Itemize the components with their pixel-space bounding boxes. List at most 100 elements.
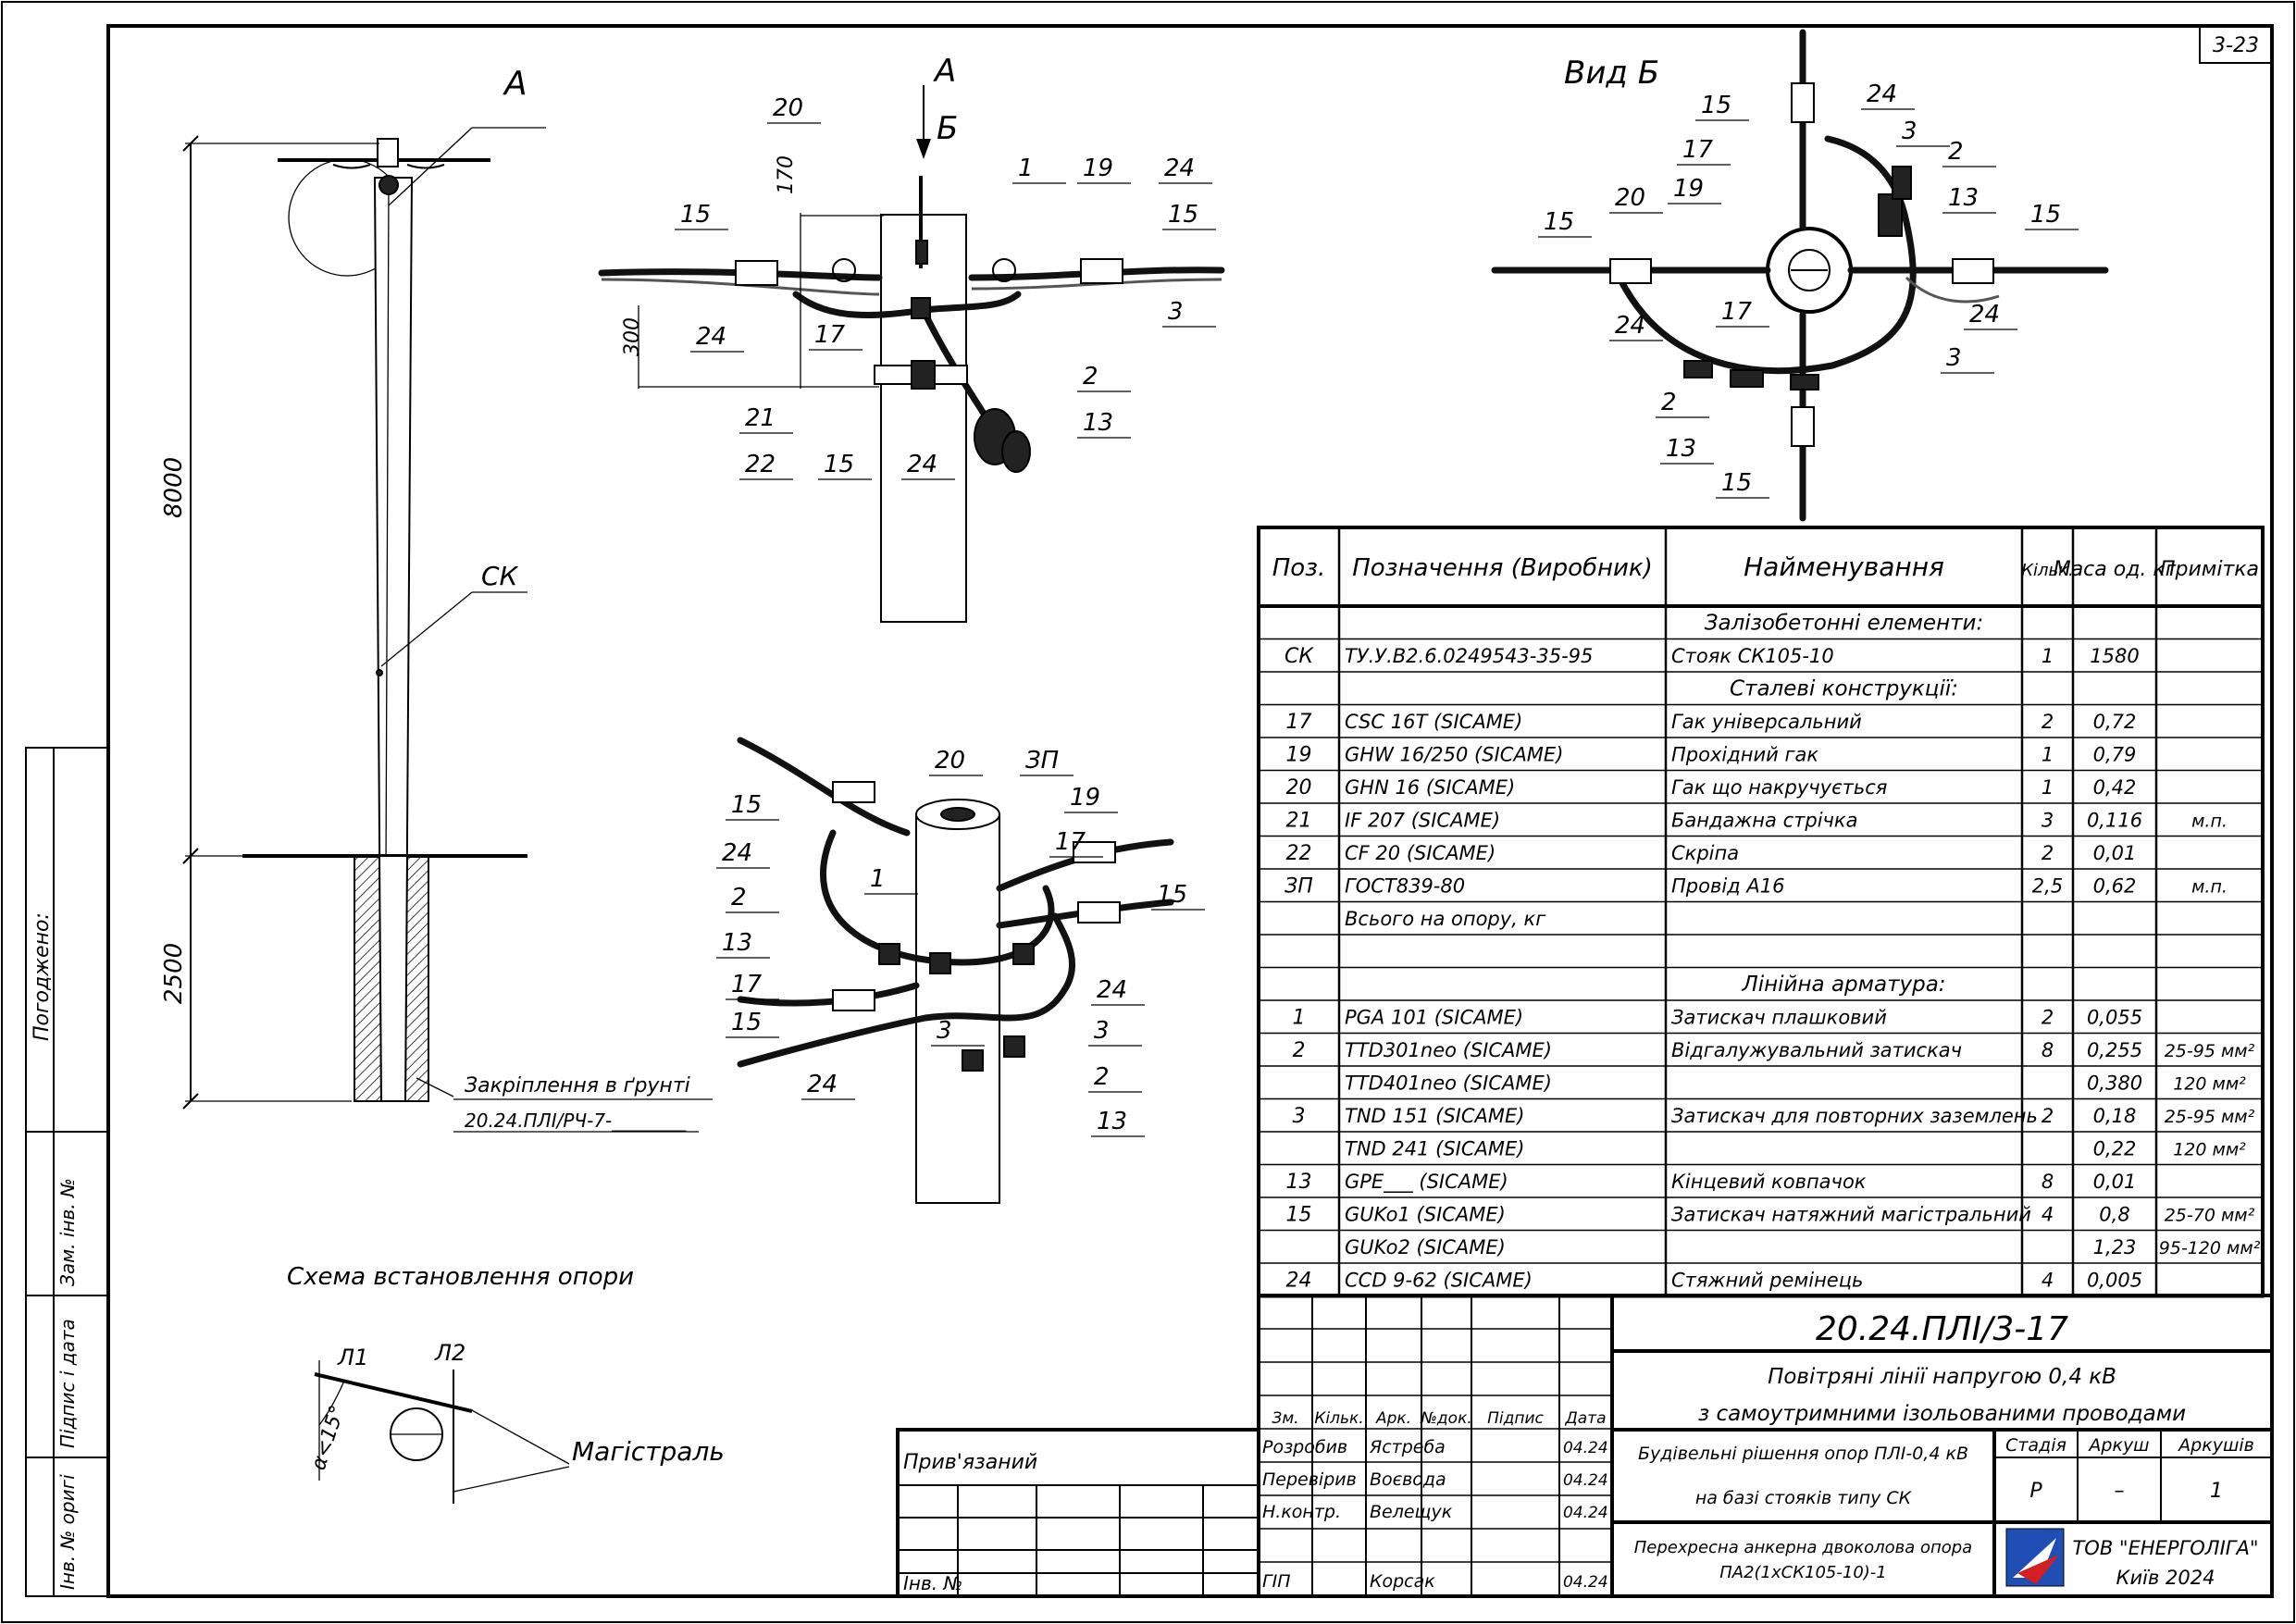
spec-code: IF 207 (SICAME) bbox=[1345, 810, 1500, 832]
spec-mass: 0,005 bbox=[2087, 1270, 2142, 1292]
spec-code: CCD 9-62 (SICAME) bbox=[1345, 1270, 1533, 1292]
spec-header-code: Позначення (Виробник) bbox=[1352, 554, 1653, 582]
spec-name: Прохідний гак bbox=[1671, 744, 1818, 766]
spec-header-mass: Маса од. кг bbox=[2054, 558, 2177, 581]
spec-mass: 0,18 bbox=[2093, 1105, 2137, 1127]
callout-iso: 1 bbox=[870, 865, 886, 893]
spec-code: TTD401neo (SICAME) bbox=[1345, 1072, 1552, 1095]
side-sign: Підпис і дата bbox=[56, 1319, 79, 1448]
callout-iso: 13 bbox=[1097, 1108, 1127, 1135]
spec-name: Провід А16 bbox=[1671, 875, 1784, 898]
spec-name: Затискач для повторних заземлень bbox=[1671, 1105, 2038, 1127]
spec-pos: 21 bbox=[1286, 810, 1312, 833]
callout-iso: 24 bbox=[1097, 976, 1127, 1004]
spec-code: GUKo2 (SICAME) bbox=[1345, 1236, 1506, 1258]
spec-qty: 8 bbox=[2042, 1171, 2054, 1193]
doc-code: 20.24.ПЛІ/3-17 bbox=[1816, 1310, 2068, 1348]
spec-code: Всього на опору, кг bbox=[1345, 908, 1546, 930]
spec-code: GHW 16/250 (SICAME) bbox=[1345, 744, 1563, 766]
scheme-title: Схема встановлення опори bbox=[287, 1263, 634, 1291]
support-line1: Перехресна анкерна двоколова опора bbox=[1634, 1538, 1972, 1557]
callout-iso: 24 bbox=[807, 1071, 838, 1098]
callout-top: 2 bbox=[1083, 363, 1098, 391]
spec-name: Стояк СК105-10 bbox=[1671, 645, 1834, 667]
spec-name: Стяжний ремінець bbox=[1671, 1270, 1863, 1292]
spec-qty: 2 bbox=[2042, 711, 2054, 733]
view-b-arrow-label: Б bbox=[937, 110, 958, 147]
side-zam: Зам. інв. № bbox=[56, 1178, 79, 1286]
callout-view-b: 13 bbox=[1666, 435, 1696, 463]
spec-header-qty: Кільк. bbox=[2021, 561, 2074, 580]
side-strip: Погоджено: Зам. інв. № Підпис і дата Інв… bbox=[25, 747, 109, 1597]
spec-code: CF 20 (SICAME) bbox=[1345, 842, 1496, 864]
stage-value: Р bbox=[2029, 1480, 2042, 1503]
spec-note: 95-120 мм² bbox=[2159, 1238, 2261, 1258]
spec-pos: 17 bbox=[1286, 711, 1312, 734]
detail-top: 170 300 А Б bbox=[598, 53, 1225, 623]
spec-code: TND 151 (SICAME) bbox=[1345, 1105, 1524, 1127]
side-inv: Інв. № оригі bbox=[56, 1474, 79, 1590]
spec-mass: 0,116 bbox=[2087, 810, 2142, 832]
callout-top: 22 bbox=[745, 451, 776, 478]
callout-iso: 15 bbox=[731, 791, 762, 819]
sheet-value: – bbox=[2115, 1480, 2125, 1503]
main-line-label: Магістраль bbox=[572, 1436, 725, 1467]
spec-name: Скріпа bbox=[1671, 842, 1739, 864]
callout-view-b: 19 bbox=[1673, 175, 1704, 203]
spec-qty: 2 bbox=[2042, 842, 2054, 864]
spec-mass: 1580 bbox=[2090, 645, 2139, 667]
spec-pos: 22 bbox=[1286, 842, 1312, 865]
tb-role: Перевірив bbox=[1262, 1469, 1357, 1490]
callout-top: 15 bbox=[824, 451, 854, 478]
company-city: Київ 2024 bbox=[2116, 1567, 2215, 1589]
callout-iso: 19 bbox=[1070, 784, 1100, 812]
view-b-title: Вид Б bbox=[1564, 55, 1659, 92]
callout-iso: 17 bbox=[1055, 828, 1086, 856]
company-logo bbox=[2005, 1528, 2065, 1587]
callout-view-b: 15 bbox=[1721, 469, 1752, 497]
linked-label: Прив'язаний bbox=[903, 1451, 1037, 1474]
callout-iso: 13 bbox=[722, 929, 752, 957]
spec-note: 25-70 мм² bbox=[2165, 1206, 2255, 1226]
callout-iso: 3 bbox=[1094, 1017, 1110, 1045]
spec-name: Гак що накручується bbox=[1671, 776, 1887, 799]
spec-mass: 0,01 bbox=[2093, 842, 2137, 864]
tb-header: Підпис bbox=[1487, 1409, 1544, 1428]
callout-view-b: 13 bbox=[1948, 184, 1979, 212]
tb-header: Кільк. bbox=[1314, 1409, 1363, 1428]
spec-code: TTD301neo (SICAME) bbox=[1345, 1039, 1552, 1061]
dim-2500: 2500 bbox=[160, 943, 188, 1004]
spec-qty: 4 bbox=[2042, 1270, 2054, 1292]
spec-code: GUKo1 (SICAME) bbox=[1345, 1204, 1506, 1226]
l2-label: Л2 bbox=[434, 1340, 465, 1366]
spec-pos: СК bbox=[1285, 645, 1314, 668]
spec-pos: ЗП bbox=[1285, 875, 1313, 899]
spec-code: ТУ.У.В2.6.0249543-35-95 bbox=[1345, 645, 1593, 667]
agreed-label: Погоджено: bbox=[31, 912, 54, 1041]
view-b: Вид Б bbox=[1491, 29, 2109, 522]
spec-mass: 0,22 bbox=[2093, 1138, 2137, 1160]
drawing-frame bbox=[106, 24, 2274, 1598]
tb-header: №док. bbox=[1420, 1409, 1472, 1428]
callout-view-b: 15 bbox=[1544, 208, 1574, 236]
spec-header-name: Найменування bbox=[1744, 552, 1944, 582]
spec-code: CSC 16T (SICAME) bbox=[1345, 711, 1522, 733]
design-line2: на базі стояків типу СК bbox=[1695, 1488, 1913, 1508]
spec-pos: 24 bbox=[1286, 1270, 1312, 1293]
callout-iso: 15 bbox=[731, 1009, 762, 1036]
stage-header: Стадія bbox=[2005, 1435, 2066, 1456]
callout-view-b: 17 bbox=[1721, 298, 1753, 326]
callout-view-b: 2 bbox=[1948, 138, 1964, 166]
fixing-line1: Закріплення в ґрунті bbox=[465, 1074, 690, 1097]
spec-name: Затискач натяжний магістральний bbox=[1671, 1204, 2031, 1226]
callout-iso: 3 bbox=[937, 1017, 952, 1045]
l1-label: Л1 bbox=[337, 1345, 368, 1370]
tb-name: Воєвода bbox=[1370, 1469, 1446, 1490]
tb-name: Корсак bbox=[1370, 1571, 1435, 1592]
tb-role: Н.контр. bbox=[1262, 1502, 1341, 1522]
title-line1: Повітряні лінії напругою 0,4 кВ bbox=[1768, 1365, 2116, 1389]
sheet-header: Аркуш bbox=[2087, 1435, 2149, 1456]
spec-qty: 4 bbox=[2042, 1204, 2054, 1226]
